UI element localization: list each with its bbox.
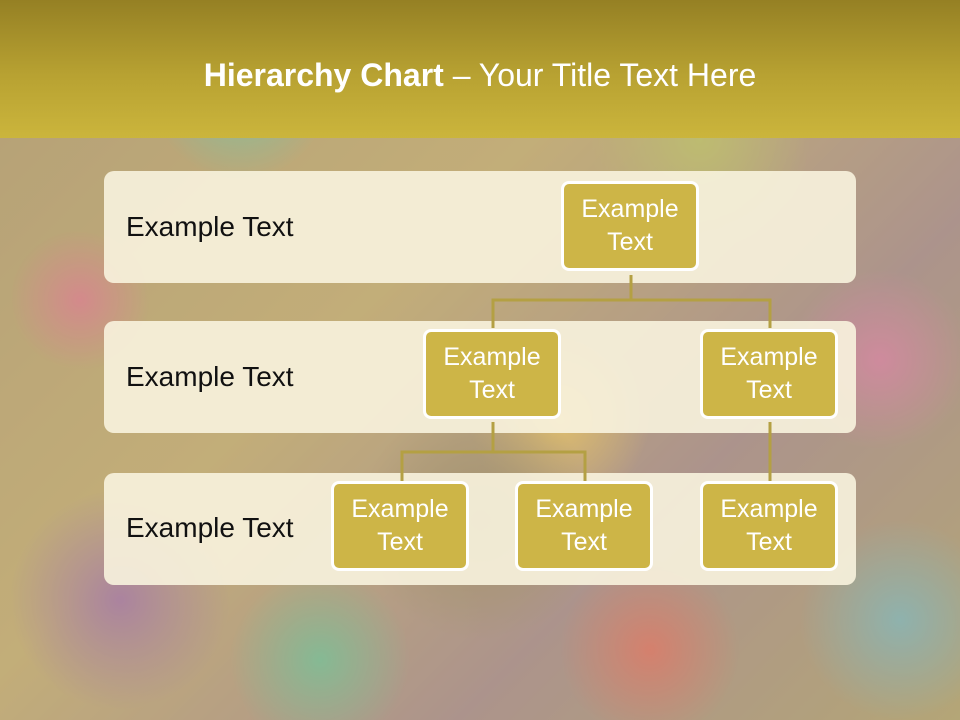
title-bold: Hierarchy Chart (203, 57, 444, 93)
connector-left-child-2 (493, 450, 587, 481)
node-root[interactable]: Example Text (561, 181, 699, 271)
title-rest: – Your Title Text Here (443, 57, 757, 93)
node-level2-right[interactable]: Example Text (700, 329, 838, 419)
connector-root-left (491, 275, 633, 328)
node-level3-left-2[interactable]: Example Text (515, 481, 653, 571)
node-level3-left-1[interactable]: Example Text (331, 481, 469, 571)
node-level3-left-2-text: Example Text (535, 495, 633, 556)
level-band-1 (104, 171, 856, 283)
node-level2-right-text: Example Text (720, 343, 818, 404)
node-level2-left-text: Example Text (443, 343, 541, 404)
title-bar: Hierarchy Chart – Your Title Text Here (0, 0, 960, 138)
node-level3-right[interactable]: Example Text (700, 481, 838, 571)
connector-left-child-1 (400, 422, 495, 481)
level-label-1: Example Text (126, 211, 294, 242)
connector-root-right (631, 298, 772, 328)
node-level3-left-1-text: Example Text (351, 495, 449, 556)
level-label-2: Example Text (126, 361, 294, 392)
slide-title: Hierarchy Chart – Your Title Text Here (0, 52, 960, 98)
node-level3-right-text: Example Text (720, 495, 818, 556)
node-level2-left[interactable]: Example Text (423, 329, 561, 419)
node-root-text: Example Text (581, 195, 679, 256)
level-label-3: Example Text (126, 512, 294, 543)
